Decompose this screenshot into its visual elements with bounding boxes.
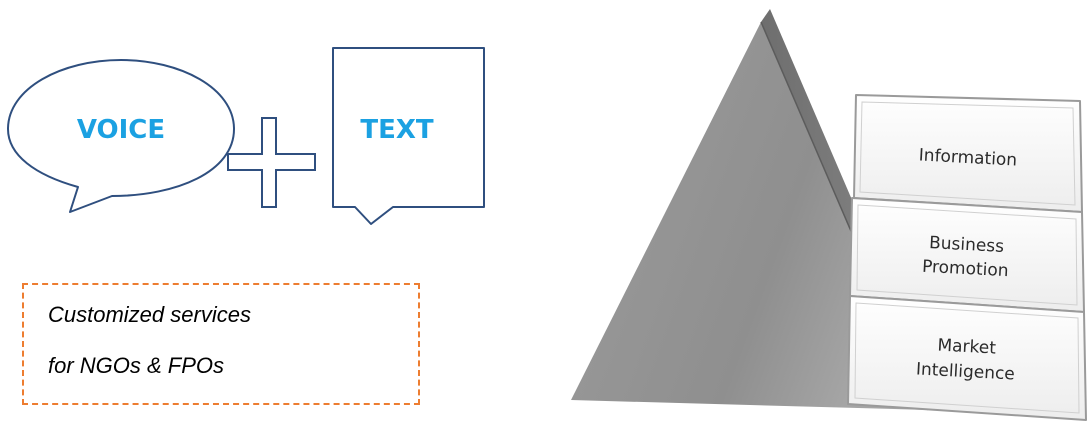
- pyramid-card-market-intelligence: Market Intelligence: [848, 296, 1086, 420]
- services-line-1: Customized services: [48, 302, 251, 328]
- text-callout-box: TEXT: [333, 48, 484, 224]
- plus-icon: [228, 118, 315, 207]
- voice-speech-bubble: VOICE: [8, 60, 234, 212]
- services-dashed-box: Customized services for NGOs & FPOs: [22, 283, 420, 405]
- services-line-2: for NGOs & FPOs: [48, 353, 224, 379]
- card-business-promotion-line-1: Business: [929, 233, 1005, 257]
- pyramid-card-business-promotion: Business Promotion: [850, 198, 1084, 312]
- card-market-intelligence-shape: [848, 296, 1086, 420]
- card-market-intelligence-line-1: Market: [937, 336, 997, 359]
- text-label: TEXT: [360, 115, 434, 145]
- pyramid-card-information: Information: [854, 95, 1082, 212]
- voice-label: VOICE: [77, 115, 165, 145]
